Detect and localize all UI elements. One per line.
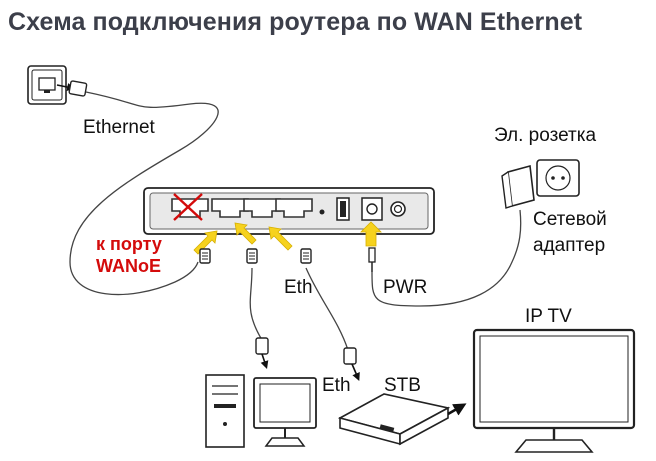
ethernet-cable-pc [249,267,263,341]
adapter-label-line2: адаптер [533,235,605,256]
arrow-stb-to-tv [447,403,467,416]
page-title: Схема подключения роутера по WAN Etherne… [8,8,583,36]
iptv-label: IP TV [525,306,572,327]
tv-icon [472,328,636,453]
power-cable [371,209,522,307]
wall-ethernet-socket-icon [27,65,67,105]
power-adapter-icon [501,164,535,209]
eth-label-2: Eth [322,375,351,396]
adapter-label-line1: Сетевой [533,209,607,230]
ethernet-plug-icon [246,248,258,264]
wan-port-label-line2: WANoE [96,256,161,276]
monitor-icon [253,377,317,447]
ethernet-plug-icon [199,248,211,264]
yellow-arrow-icon [193,221,382,255]
router-icon [143,187,435,235]
ethernet-plug-icon [300,248,312,264]
pwr-label: PWR [383,277,427,298]
socket-label: Эл. розетка [494,125,596,146]
electric-socket-icon [536,159,580,197]
ethernet-plug-icon [343,347,360,381]
wan-port-label-line1: к порту [96,234,162,254]
ethernet-plug-icon [56,80,88,97]
power-plug-icon [368,247,376,272]
stb-box-icon [337,393,451,446]
ethernet-cable [69,91,219,296]
ethernet-plug-icon [255,337,269,370]
red-cross-icon [173,193,203,221]
ethernet-cable-stb [305,267,349,351]
stb-label: STB [384,375,421,396]
eth-label: Eth [284,277,313,298]
pc-tower-icon [205,374,245,448]
ethernet-label: Ethernet [83,117,156,138]
